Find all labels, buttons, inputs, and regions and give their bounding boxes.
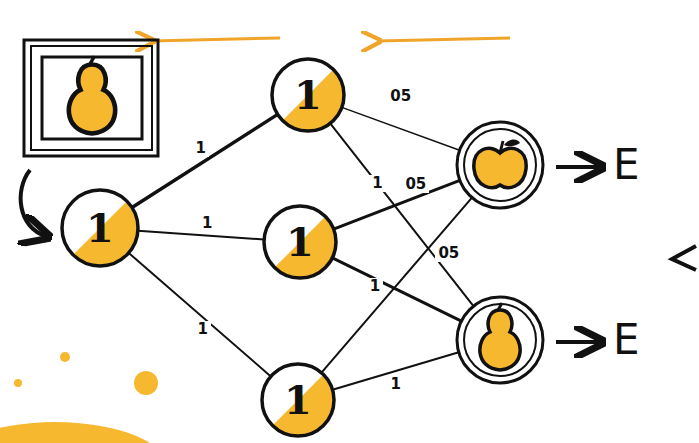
weight-label: 1 — [387, 376, 403, 393]
input-neuron: 1 — [60, 188, 140, 268]
output-neuron: E — [455, 295, 545, 385]
neuron-circle — [455, 295, 545, 385]
hidden-neuron: 1 — [262, 204, 338, 280]
weight-connection — [129, 253, 271, 376]
hidden-neuron: 1 — [270, 57, 346, 133]
weight-connection — [334, 180, 460, 229]
backprop-arrow — [378, 38, 510, 41]
paint-dot — [60, 352, 70, 362]
paint-blob — [0, 422, 170, 443]
weight-label: 1 — [199, 215, 215, 232]
neuron-value: 1 — [286, 222, 314, 262]
edge-arrow — [672, 246, 696, 270]
apple-picture — [474, 140, 526, 188]
weight-connection — [332, 258, 461, 321]
output-error: E — [613, 319, 640, 361]
weight-label: 1 — [195, 321, 211, 338]
paint-dot — [14, 379, 22, 387]
weight-label: 1 — [369, 175, 385, 192]
weight-label: 05 — [435, 245, 462, 262]
weight-label: 1 — [193, 140, 209, 157]
neuron-value: 1 — [284, 380, 312, 420]
paint-dot — [134, 371, 158, 395]
output-neuron: E — [455, 120, 545, 210]
neuron-value: 1 — [86, 208, 114, 248]
hidden-neuron: 1 — [260, 362, 336, 438]
weight-connection — [321, 198, 472, 373]
weight-connection — [342, 107, 460, 150]
weight-label: 05 — [387, 88, 414, 105]
output-error: E — [613, 144, 640, 186]
neuron-value: 1 — [294, 75, 322, 115]
weight-label: 05 — [402, 176, 429, 193]
input-arrow — [21, 170, 46, 236]
pear-picture — [480, 303, 520, 370]
output-arrow — [556, 165, 600, 169]
neuron-circle — [455, 120, 545, 210]
output-arrow — [556, 340, 600, 344]
input-picture — [24, 40, 158, 156]
backprop-arrow — [152, 38, 280, 41]
weight-connection — [132, 114, 278, 207]
weight-label: 1 — [367, 278, 383, 295]
